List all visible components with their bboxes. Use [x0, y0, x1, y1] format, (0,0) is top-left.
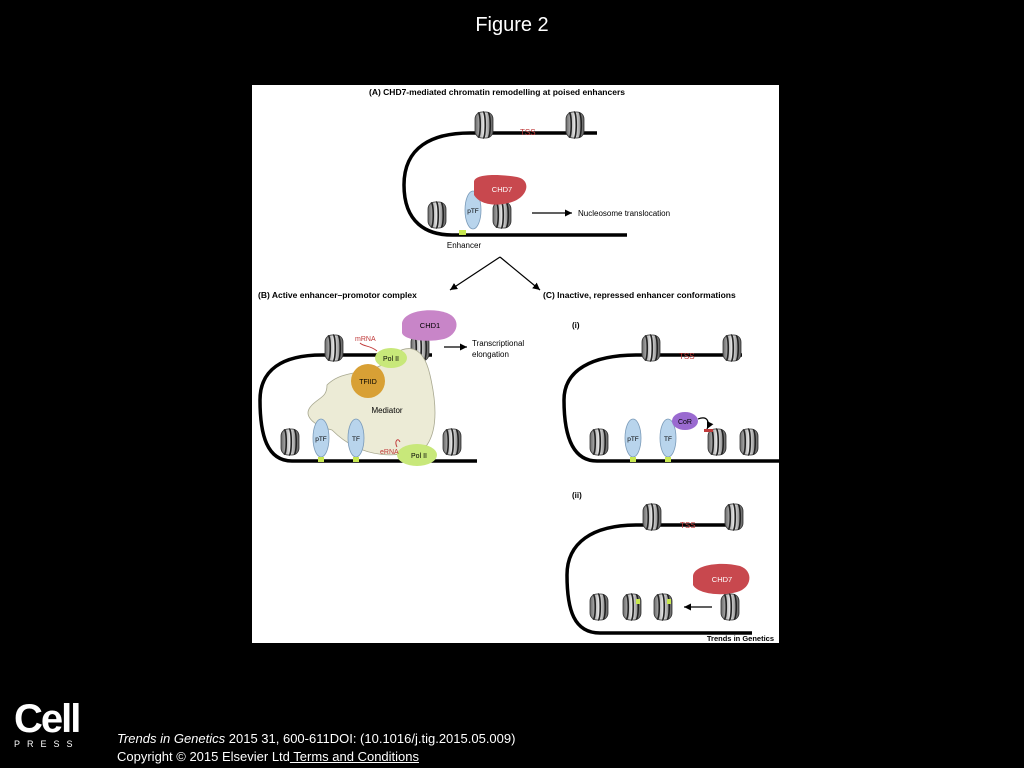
enhancer-mark	[636, 599, 640, 604]
nucleosome	[642, 503, 662, 531]
terms-link[interactable]: Terms and Conditions	[289, 749, 420, 764]
citation-line: Trends in Genetics 2015 31, 600-611DOI: …	[117, 730, 515, 748]
enhancer-mark	[459, 230, 466, 235]
mrna-strand	[359, 342, 378, 352]
corepressor	[672, 412, 698, 430]
pol2-top	[375, 348, 407, 368]
figure-panel: (A) CHD7-mediated chromatin remodelling …	[252, 85, 779, 643]
nucleosome	[442, 428, 462, 456]
chd7-remodeller	[474, 174, 527, 205]
histone-mark	[704, 429, 713, 432]
logo-word: Cell	[14, 697, 81, 741]
citation-block: Trends in Genetics 2015 31, 600-611DOI: …	[117, 730, 515, 766]
nucleosome	[427, 201, 447, 229]
nucleosome	[280, 428, 300, 456]
pol2-bottom-label: Pol II	[411, 453, 427, 460]
slide-title: Figure 2	[475, 14, 549, 36]
enhancer-mark	[667, 599, 671, 604]
elongation-label-2: elongation	[472, 350, 509, 359]
dna-strand	[562, 353, 779, 463]
enhancer-label: Enhancer	[447, 241, 482, 250]
figure-credit: Trends in Genetics	[707, 634, 774, 643]
enhancer-mark	[630, 457, 636, 462]
dna-strand	[565, 523, 752, 635]
nucleosome	[589, 428, 609, 456]
logo-press: PRESS	[14, 739, 80, 749]
nucleosome	[722, 334, 742, 362]
ptf-factor	[464, 190, 482, 230]
panel-b: (B) Active enhancer–promotor complex Med…	[258, 290, 524, 466]
pol2-bottom	[397, 444, 437, 466]
nucleosome	[589, 593, 609, 621]
nucleosome	[622, 593, 642, 621]
dna-strand	[402, 131, 627, 237]
ptf-label-c: pTF	[627, 436, 639, 443]
branch-arrow-left	[449, 256, 501, 291]
nucleosome	[653, 593, 673, 621]
chd7-label-c: CHD7	[712, 575, 732, 584]
copyright-line: Copyright © 2015 Elsevier Ltd Terms and …	[117, 748, 515, 766]
tfiid-complex	[351, 364, 385, 398]
tss-label-i: TSS	[679, 352, 695, 361]
enhancer-mark	[665, 457, 671, 462]
erna-strand	[395, 439, 401, 448]
journal-name: Trends in Genetics	[117, 731, 226, 746]
nucleosome	[724, 503, 744, 531]
nucleosome	[720, 593, 740, 621]
enhancer-mark	[353, 457, 359, 462]
chd7-label: CHD7	[492, 185, 512, 194]
panel-b-heading: (B) Active enhancer–promotor complex	[258, 290, 417, 300]
nucleosome	[739, 428, 759, 456]
nucleosome	[324, 334, 344, 362]
ptf-label: pTF	[467, 208, 479, 215]
elongation-label-1: Transcriptional	[472, 339, 524, 348]
cor-label: CoR	[678, 419, 692, 426]
sub-panel-i: (i)	[572, 321, 580, 330]
translocation-label: Nucleosome translocation	[578, 209, 670, 218]
tf-label-b: TF	[352, 436, 360, 443]
nucleosome	[707, 428, 727, 456]
ptf-label-b: pTF	[315, 436, 327, 443]
citation-details: 2015 31, 600-611DOI: (10.1016/j.tig.2015…	[225, 731, 516, 746]
chd1-label: CHD1	[420, 321, 440, 330]
dna-strand	[258, 353, 477, 463]
tss-label: TSS	[520, 128, 536, 137]
cell-press-logo: Cell PRESS	[14, 697, 86, 752]
panel-a-heading: (A) CHD7-mediated chromatin remodelling …	[369, 87, 625, 97]
panel-a: (A) CHD7-mediated chromatin remodelling …	[369, 87, 670, 250]
panel-c-heading: (C) Inactive, repressed enhancer conform…	[543, 290, 736, 300]
nucleosome	[565, 111, 585, 139]
erna-label: eRNA	[380, 449, 399, 456]
enhancer-mark	[318, 457, 324, 462]
pol2-top-label: Pol II	[383, 356, 399, 363]
tf-label-c: TF	[664, 436, 672, 443]
cor-arrow	[697, 417, 714, 430]
chd1-remodeller	[402, 310, 457, 341]
mrna-label: mRNA	[355, 336, 376, 343]
nucleosome	[641, 334, 661, 362]
mediator-label: Mediator	[371, 406, 402, 415]
panel-c: (C) Inactive, repressed enhancer conform…	[543, 290, 779, 635]
tss-label-ii: TSS	[680, 521, 696, 530]
nucleosome	[474, 111, 494, 139]
copyright-text: Copyright © 2015 Elsevier Ltd	[117, 749, 290, 764]
nucleosome	[492, 201, 512, 229]
sub-panel-ii: (ii)	[572, 491, 582, 500]
branch-arrow-right	[499, 256, 541, 291]
tfiid-label: TFIID	[359, 379, 377, 386]
chd7-remodeller	[693, 563, 750, 595]
